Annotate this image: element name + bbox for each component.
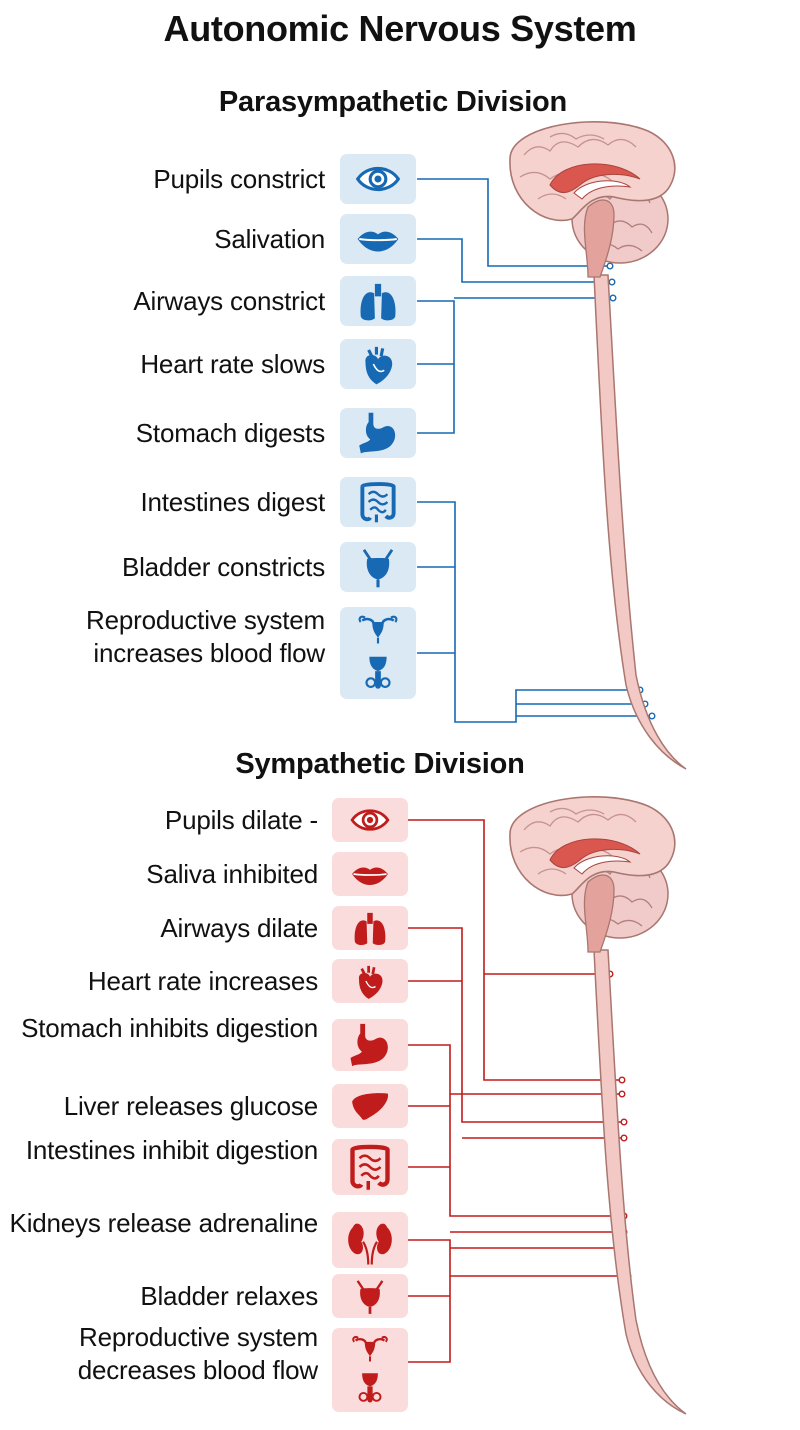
eye-icon — [355, 166, 401, 192]
nerve-line — [417, 300, 455, 434]
stomach-icon — [359, 412, 396, 454]
eye-icon-box — [332, 798, 408, 842]
organ-label: Kidneys release adrenaline — [9, 1208, 319, 1238]
lips-icon — [357, 231, 399, 252]
intestines-icon — [350, 1144, 390, 1190]
eye-icon-box — [340, 154, 416, 204]
lungs-icon-box — [340, 276, 416, 326]
reproductive-icon-box — [340, 607, 416, 699]
nerve-line — [417, 238, 612, 283]
nerve-line — [417, 501, 640, 723]
nerve-line — [408, 1239, 451, 1363]
parasympathetic-title: Parasympathetic Division — [218, 86, 568, 118]
stomach-icon — [350, 1023, 388, 1067]
kidneys-icon-box — [332, 1212, 408, 1268]
intestines-icon-box — [332, 1139, 408, 1195]
eye-icon — [350, 809, 390, 831]
spinal-connection-point — [618, 1090, 626, 1098]
male-reproductive-icon — [358, 1373, 382, 1403]
organ-label: Pupils constrict — [153, 163, 325, 194]
organ-label: Intestines inhibit digestion — [25, 1135, 318, 1165]
page-title: Autonomic Nervous System — [163, 8, 637, 49]
liver-icon — [352, 1093, 389, 1120]
bladder-icon-box — [340, 542, 416, 592]
organ-label: Stomach inhibits digestion — [21, 1013, 318, 1043]
organ-label: Airways constrict — [133, 285, 325, 316]
organ-label: Stomach digests — [135, 417, 325, 448]
heart-icon-box — [332, 959, 408, 1003]
lips-icon-box — [332, 852, 408, 896]
reproductive-icon-box — [332, 1328, 408, 1412]
male-reproductive-icon — [365, 656, 391, 689]
intestines-icon-box — [340, 477, 416, 527]
organ-label: Heart rate increases — [87, 965, 318, 996]
bladder-icon — [356, 1280, 384, 1314]
organ-label: Reproductive system decreases blood flow — [77, 1321, 318, 1385]
nerve-line — [408, 819, 622, 1081]
organ-label: Airways dilate — [160, 912, 318, 943]
bladder-icon-box — [332, 1274, 408, 1318]
lips-icon-box — [340, 214, 416, 264]
lungs-icon — [354, 912, 386, 946]
brain-icon — [509, 796, 687, 1415]
intestines-icon — [360, 482, 396, 523]
heart-icon-box — [340, 339, 416, 389]
female-reproductive-icon — [352, 1336, 388, 1362]
stomach-icon-box — [332, 1019, 408, 1071]
organ-label: Bladder relaxes — [140, 1280, 318, 1311]
spinal-connection-point — [606, 262, 614, 270]
heart-icon — [365, 346, 393, 385]
organ-label: Heart rate slows — [140, 348, 325, 379]
organ-label: Bladder constricts — [121, 551, 325, 582]
stomach-icon-box — [340, 408, 416, 458]
organ-label: Reproductive system increases blood flow — [86, 604, 325, 668]
spinal-connection-point — [608, 278, 616, 286]
organ-label: Salivation — [214, 223, 325, 254]
brain-spinal-cord-parasympathetic — [509, 121, 687, 770]
heart-icon — [358, 965, 383, 999]
organ-label: Pupils dilate - — [164, 804, 318, 835]
lungs-icon-box — [332, 906, 408, 950]
brain-icon — [509, 121, 687, 770]
spinal-connection-point — [618, 1076, 626, 1084]
organ-label: Saliva inhibited — [146, 858, 318, 889]
spinal-connection-point — [609, 294, 617, 302]
bladder-icon — [362, 549, 394, 588]
spinal-connection-point — [648, 712, 656, 720]
lungs-icon — [360, 283, 396, 321]
brain-spinal-cord-sympathetic — [509, 796, 687, 1415]
nerve-line — [417, 178, 610, 267]
liver-icon-box — [332, 1084, 408, 1128]
spinal-connection-point — [620, 1134, 628, 1142]
organ-label: Intestines digest — [140, 486, 326, 517]
organ-label: Liver releases glucose — [63, 1090, 318, 1121]
nerve-line — [408, 1044, 624, 1217]
sympathetic-title: Sympathetic Division — [235, 748, 525, 780]
spinal-connection-point — [620, 1118, 628, 1126]
nerve-line — [408, 927, 624, 1123]
kidneys-icon — [348, 1223, 392, 1265]
female-reproductive-icon — [358, 615, 398, 644]
lips-icon — [352, 867, 388, 885]
